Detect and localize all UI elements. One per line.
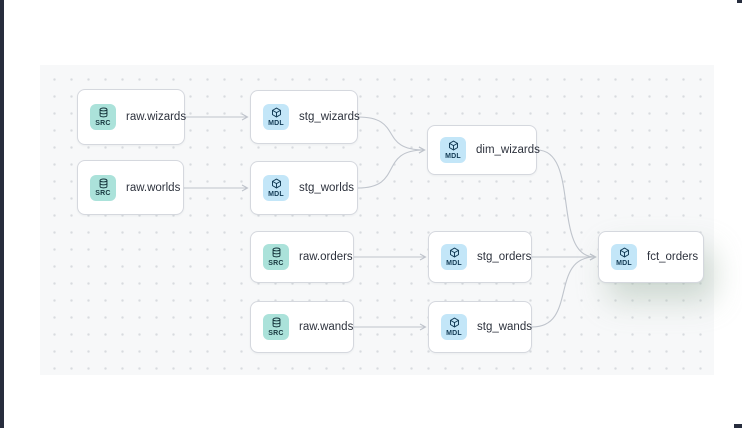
cube-icon xyxy=(271,107,281,118)
node-type-label: SRC xyxy=(95,190,111,198)
node-raw_wizards[interactable]: SRC raw.wizards xyxy=(77,89,187,145)
node-raw_wands[interactable]: SRC raw.wands xyxy=(250,301,354,353)
node-stg_orders[interactable]: MDL stg_orders xyxy=(428,231,532,283)
cube-icon xyxy=(449,247,459,258)
node-type-badge: MDL xyxy=(441,314,467,340)
node-stg_worlds[interactable]: MDL stg_worlds xyxy=(250,161,358,215)
cube-icon xyxy=(449,317,459,328)
node-label: stg_wizards xyxy=(299,111,360,123)
node-stg_wizards[interactable]: MDL stg_wizards xyxy=(250,90,360,144)
corner-artifact-bottom-right xyxy=(734,424,742,428)
database-icon xyxy=(99,107,107,118)
node-type-badge: MDL xyxy=(263,175,289,201)
node-label: raw.wizards xyxy=(126,111,187,123)
node-dim_wizards[interactable]: MDL dim_wizards xyxy=(427,125,540,175)
node-fct_orders[interactable]: MDL fct_orders xyxy=(598,231,704,283)
node-label: raw.wands xyxy=(299,321,354,333)
node-type-badge: SRC xyxy=(90,174,116,201)
node-type-badge: MDL xyxy=(440,137,466,163)
node-type-badge: MDL xyxy=(441,244,467,270)
edges-layer xyxy=(184,113,597,331)
edge-stg_worlds-dim_wizards xyxy=(357,146,426,189)
node-type-label: MDL xyxy=(446,259,462,267)
database-icon xyxy=(272,247,280,258)
node-raw_worlds[interactable]: SRC raw.worlds xyxy=(77,160,184,215)
cube-icon xyxy=(271,178,281,189)
cube-icon xyxy=(619,247,629,258)
node-label: raw.orders xyxy=(299,251,353,263)
edge-stg_wands-fct_orders xyxy=(531,253,597,328)
node-label: raw.worlds xyxy=(126,181,181,194)
node-type-label: MDL xyxy=(268,190,284,198)
node-type-badge: SRC xyxy=(263,244,289,270)
node-label: dim_wizards xyxy=(476,144,540,156)
node-label: fct_orders xyxy=(647,251,699,263)
cube-icon xyxy=(448,140,458,151)
edge-stg_wizards-dim_wizards xyxy=(357,116,426,154)
node-type-label: SRC xyxy=(268,329,284,337)
node-type-label: SRC xyxy=(268,259,284,267)
node-label: stg_worlds xyxy=(299,182,354,194)
lineage-canvas[interactable]: SRC raw.wizards SRC raw.worlds MDL stg_w… xyxy=(40,65,714,375)
node-type-label: MDL xyxy=(446,329,462,337)
node-type-label: SRC xyxy=(95,119,111,127)
node-type-badge: SRC xyxy=(263,314,289,340)
window-edge-left xyxy=(0,0,4,428)
node-type-badge: MDL xyxy=(263,104,289,130)
node-label: stg_orders xyxy=(477,251,532,263)
node-stg_wands[interactable]: MDL stg_wands xyxy=(428,301,532,353)
node-raw_orders[interactable]: SRC raw.orders xyxy=(250,231,354,283)
node-type-label: MDL xyxy=(445,152,461,160)
node-type-badge: MDL xyxy=(611,244,637,270)
node-type-label: MDL xyxy=(268,119,284,127)
edge-dim_wizards-fct_orders xyxy=(536,149,597,261)
database-icon xyxy=(99,178,107,189)
node-type-badge: SRC xyxy=(90,104,116,130)
node-label: stg_wands xyxy=(477,321,532,333)
node-type-label: MDL xyxy=(616,259,632,267)
corner-artifact-top-right xyxy=(737,0,742,3)
database-icon xyxy=(272,317,280,328)
